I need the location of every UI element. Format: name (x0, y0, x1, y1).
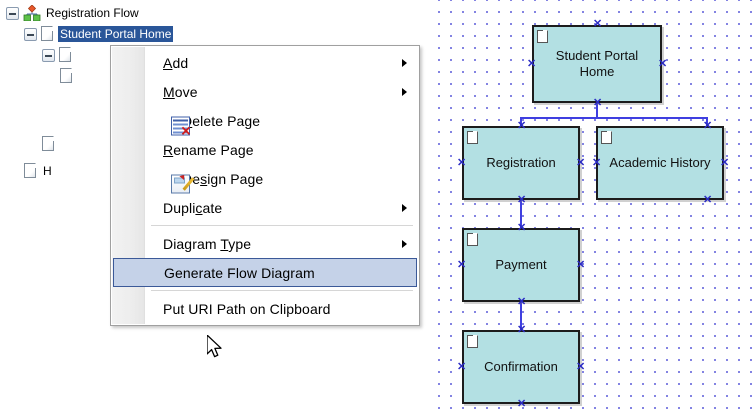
menu-item-label: Generate Flow Diagram (164, 264, 315, 281)
resize-handle[interactable]: ✕ (457, 259, 467, 271)
menu-item-move[interactable]: Move (111, 77, 419, 106)
delete-page-icon: ✕ (171, 116, 191, 137)
resize-handle[interactable]: ✕ (517, 324, 527, 336)
resize-handle[interactable]: ✕ (703, 194, 713, 206)
menu-item-label: Duplicate (163, 199, 223, 216)
connector-payment-to-confirmation (520, 301, 522, 332)
resize-handle[interactable]: ✕ (457, 157, 467, 169)
resize-handle[interactable]: ✕ (703, 120, 713, 132)
page-corner-icon (467, 233, 478, 246)
connector-registration-to-payment (520, 199, 522, 230)
resize-handle[interactable]: ✕ (576, 361, 586, 373)
resize-handle[interactable]: ✕ (517, 194, 527, 206)
menu-item-design-page[interactable]: Design Page (111, 164, 419, 193)
chevron-right-icon (402, 87, 407, 96)
resize-handle[interactable]: ✕ (576, 259, 586, 271)
connector-to-academic-history (706, 117, 708, 128)
tree-row-student-portal-home[interactable]: Student Portal Home (24, 25, 174, 43)
tree-row-child-3[interactable] (60, 67, 81, 85)
page-icon (59, 47, 72, 63)
diagram-node-confirmation[interactable]: Confirmation (462, 330, 580, 404)
menu-item-put-uri-path-on-clipboard[interactable]: Put URI Path on Clipboard (111, 294, 419, 323)
context-menu[interactable]: Add Move ✕ Delete Page Rename Page Desig… (110, 45, 420, 326)
tree-item-label: H (43, 164, 52, 178)
menu-item-label: Add (163, 54, 189, 71)
resize-handle[interactable]: ✕ (593, 97, 603, 109)
node-label: Student Portal Home (555, 48, 639, 79)
connector-to-registration (520, 117, 522, 128)
menu-separator (151, 225, 413, 226)
connector-home-vertical (596, 103, 598, 119)
page-icon (41, 26, 54, 42)
tree-root-label: Registration Flow (46, 6, 139, 20)
menu-separator (151, 290, 413, 291)
resize-handle[interactable]: ✕ (593, 18, 603, 30)
page-icon (60, 68, 73, 84)
collapse-box-icon[interactable] (24, 27, 37, 41)
node-label: Confirmation (484, 359, 558, 374)
menu-item-add[interactable]: Add (111, 48, 419, 77)
resize-handle[interactable]: ✕ (658, 58, 668, 70)
node-label: Academic History (609, 155, 711, 170)
chevron-right-icon (402, 58, 407, 67)
menu-item-label: Put URI Path on Clipboard (163, 300, 331, 317)
resize-handle[interactable]: ✕ (720, 157, 730, 169)
diagram-node-payment[interactable]: Payment (462, 228, 580, 302)
page-corner-icon (601, 131, 612, 144)
resize-handle[interactable]: ✕ (517, 120, 527, 132)
tree-row-root[interactable]: Registration Flow (6, 4, 141, 22)
chevron-right-icon (402, 203, 407, 212)
resize-handle[interactable]: ✕ (457, 361, 467, 373)
diagram-node-academic-history[interactable]: Academic History (596, 126, 724, 200)
menu-item-label: Move (163, 83, 198, 100)
flow-diagram-canvas[interactable]: Student Portal Home Registration Academi… (430, 0, 752, 411)
resize-handle[interactable]: ✕ (517, 398, 527, 410)
tree-row-child-5[interactable]: H (24, 162, 54, 180)
page-corner-icon (467, 335, 478, 348)
tree-row-child-4[interactable] (42, 135, 63, 153)
flow-hierarchy-icon (23, 4, 41, 22)
node-label: Registration (486, 155, 556, 170)
collapse-box-icon[interactable] (6, 6, 19, 20)
resize-handle[interactable]: ✕ (517, 296, 527, 308)
design-page-icon (171, 172, 195, 193)
resize-handle[interactable]: ✕ (517, 222, 527, 234)
menu-item-label: Rename Page (163, 141, 254, 158)
page-corner-icon (467, 131, 478, 144)
menu-item-rename-page[interactable]: Rename Page (111, 135, 419, 164)
resize-handle[interactable]: ✕ (592, 157, 602, 169)
resize-handle[interactable]: ✕ (527, 58, 537, 70)
tree-item-label-selected: Student Portal Home (58, 26, 174, 42)
page-corner-icon (537, 30, 548, 43)
page-icon (42, 136, 55, 152)
chevron-right-icon (402, 239, 407, 248)
page-icon (24, 163, 37, 179)
menu-item-delete-page[interactable]: ✕ Delete Page (111, 106, 419, 137)
menu-item-label: Diagram Type (163, 235, 252, 252)
menu-item-diagram-type[interactable]: Diagram Type (111, 229, 419, 258)
collapse-box-icon[interactable] (42, 48, 55, 62)
tree-row-child-2[interactable] (42, 46, 80, 64)
menu-item-label: Delete Page (182, 112, 261, 129)
resize-handle[interactable]: ✕ (576, 157, 586, 169)
node-label: Payment (495, 257, 547, 272)
menu-item-duplicate[interactable]: Duplicate (111, 193, 419, 222)
diagram-node-registration[interactable]: Registration (462, 126, 580, 200)
diagram-node-student-portal-home[interactable]: Student Portal Home (532, 25, 662, 103)
menu-item-generate-flow-diagram[interactable]: Generate Flow Diagram (113, 258, 417, 287)
connector-horizontal-branch (520, 117, 708, 119)
